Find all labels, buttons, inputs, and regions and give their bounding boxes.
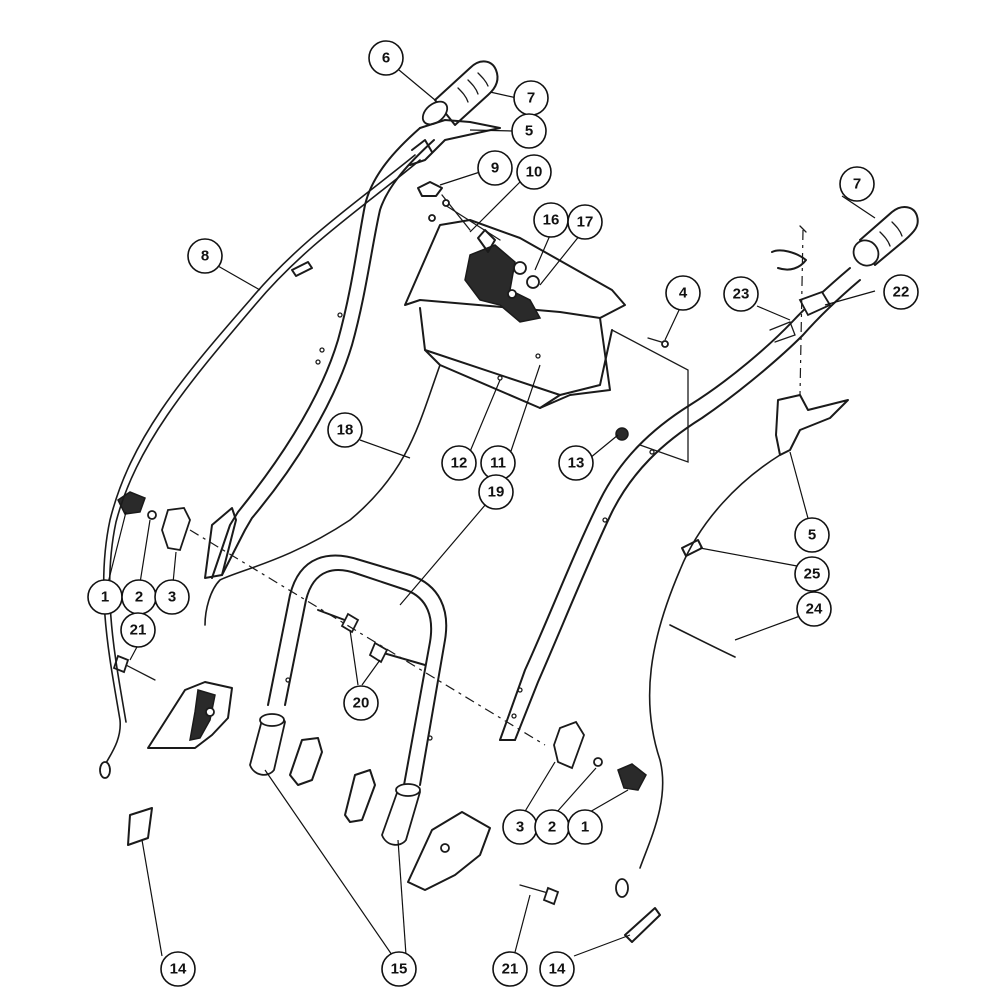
callout-label: 10 <box>526 164 543 181</box>
callout-20: 20 <box>343 685 379 721</box>
left-knob-set <box>117 491 546 746</box>
callout-21: 21 <box>492 951 528 987</box>
callout-label: 1 <box>101 589 109 606</box>
callout-1: 1 <box>87 579 123 615</box>
callout-19: 19 <box>478 474 514 510</box>
callout-5: 5 <box>794 517 830 553</box>
callout-label: 19 <box>488 484 505 501</box>
callout-1: 1 <box>567 809 603 845</box>
right-control-lever <box>771 225 849 456</box>
callout-label: 7 <box>527 90 535 107</box>
callout-9: 9 <box>477 150 513 186</box>
callout-label: 2 <box>548 819 556 836</box>
lower-brackets <box>112 654 560 906</box>
callout-label: 17 <box>577 214 594 231</box>
small-hardware <box>417 181 669 441</box>
leader-lines <box>107 69 876 957</box>
right-grip <box>852 206 919 267</box>
cables <box>99 154 781 943</box>
callout-4: 4 <box>665 275 701 311</box>
right-knob-set <box>553 720 647 791</box>
callout-7: 7 <box>513 80 549 116</box>
callout-6: 6 <box>368 40 404 76</box>
callout-23: 23 <box>723 276 759 312</box>
callout-24: 24 <box>796 591 832 627</box>
callout-label: 5 <box>525 123 533 140</box>
callout-2: 2 <box>121 579 157 615</box>
callout-label: 13 <box>568 455 585 472</box>
callout-10: 10 <box>516 154 552 190</box>
callout-label: 6 <box>382 50 390 67</box>
callout-5: 5 <box>511 113 547 149</box>
callout-3: 3 <box>154 579 190 615</box>
callout-label: 15 <box>391 961 408 978</box>
callout-label: 3 <box>168 589 176 606</box>
bolts-20 <box>317 609 426 666</box>
callout-label: 21 <box>502 961 519 978</box>
callout-label: 1 <box>581 819 589 836</box>
callout-17: 17 <box>567 204 603 240</box>
right-handle <box>499 267 861 741</box>
callout-label: 7 <box>853 176 861 193</box>
callout-label: 22 <box>893 284 910 301</box>
left-handle <box>204 127 435 579</box>
callout-label: 12 <box>451 455 468 472</box>
callout-14: 14 <box>160 951 196 987</box>
callout-label: 14 <box>170 961 187 978</box>
callout-label: 5 <box>808 527 816 544</box>
callouts: 6 7 5 9 10 16 17 8 7 4 23 22 18 12 11 13… <box>87 40 919 987</box>
callout-16: 16 <box>533 202 569 238</box>
callout-label: 11 <box>490 455 506 472</box>
callout-label: 24 <box>806 601 823 618</box>
callout-label: 4 <box>679 285 688 302</box>
callout-15: 15 <box>381 951 417 987</box>
tubes-15 <box>249 713 421 846</box>
callout-7: 7 <box>839 166 875 202</box>
callout-8: 8 <box>187 238 223 274</box>
left-control-lever <box>409 119 501 166</box>
left-grip <box>421 60 499 126</box>
callout-label: 16 <box>543 212 560 229</box>
callout-label: 2 <box>135 589 143 606</box>
callout-3: 3 <box>502 809 538 845</box>
callout-2: 2 <box>534 809 570 845</box>
callout-25: 25 <box>794 556 830 592</box>
u-frame <box>267 554 448 786</box>
callout-21: 21 <box>120 612 156 648</box>
control-panel <box>404 219 689 463</box>
callout-label: 21 <box>130 622 147 639</box>
callout-label: 3 <box>516 819 524 836</box>
callout-label: 25 <box>804 566 821 583</box>
callout-11: 11 <box>480 445 516 481</box>
callout-label: 9 <box>491 160 499 177</box>
callout-12: 12 <box>441 445 477 481</box>
callout-label: 23 <box>733 286 750 303</box>
callout-22: 22 <box>883 274 919 310</box>
callout-13: 13 <box>558 445 594 481</box>
callout-label: 8 <box>201 248 209 265</box>
callout-label: 20 <box>353 695 370 712</box>
callout-label: 14 <box>549 961 566 978</box>
callout-14: 14 <box>539 951 575 987</box>
callout-18: 18 <box>327 412 363 448</box>
callout-label: 18 <box>337 422 354 439</box>
